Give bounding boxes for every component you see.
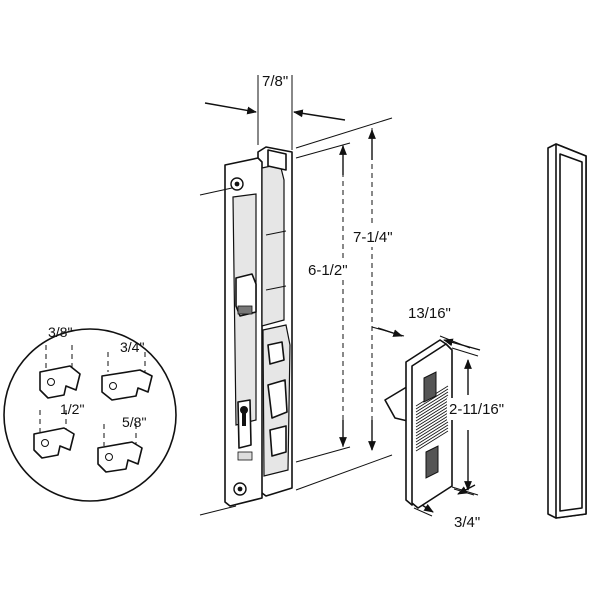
hook-option-1-2: 1/2" (33, 401, 84, 459)
keeper-ridge (415, 412, 449, 434)
keeper-ridge (415, 418, 449, 440)
keeper-ridge (415, 427, 449, 449)
hook-option-3-8: 3/8" (39, 324, 81, 399)
keeper-ridge (415, 409, 449, 431)
dim-keeper-depth: 3/4" (454, 514, 480, 531)
keeper-ridge (415, 397, 449, 419)
keeper-ridge (415, 424, 449, 446)
keeper-ridge (415, 394, 449, 416)
keeper-ridge (415, 403, 449, 425)
keeper-ridge (415, 391, 449, 413)
keeper-ridge (415, 430, 449, 452)
hook-option-5-8: 5/8" (97, 414, 146, 473)
dim-keeper-height: 2-11/16" (449, 401, 504, 418)
hook-option-3-4: 3/4" (101, 339, 153, 401)
keeper-ridge (415, 415, 449, 437)
dim-keeper-width: 13/16" (408, 305, 451, 322)
dim-width-top: 7/8" (262, 73, 288, 90)
keeper-ridge (415, 406, 449, 428)
handle-latch-assembly (224, 146, 293, 507)
hook-label-5-8: 5/8" (122, 414, 146, 430)
dim-hole-spacing: 6-1/2" (308, 262, 348, 279)
hook-options-inset: 3/8" 3/4" 1/2" 5/8" (3, 324, 177, 502)
keeper-ridge (415, 388, 449, 410)
keeper-strike-plate (384, 339, 453, 509)
dim-height-overall: 7-1/4" (353, 229, 393, 246)
hook-label-1-2: 1/2" (60, 401, 84, 417)
trim-pull-plate (547, 143, 587, 519)
keeper-ridge (415, 400, 449, 422)
hook-label-3-4: 3/4" (120, 339, 144, 355)
keeper-ridge (415, 421, 449, 443)
hook-label-3-8: 3/8" (48, 324, 72, 340)
